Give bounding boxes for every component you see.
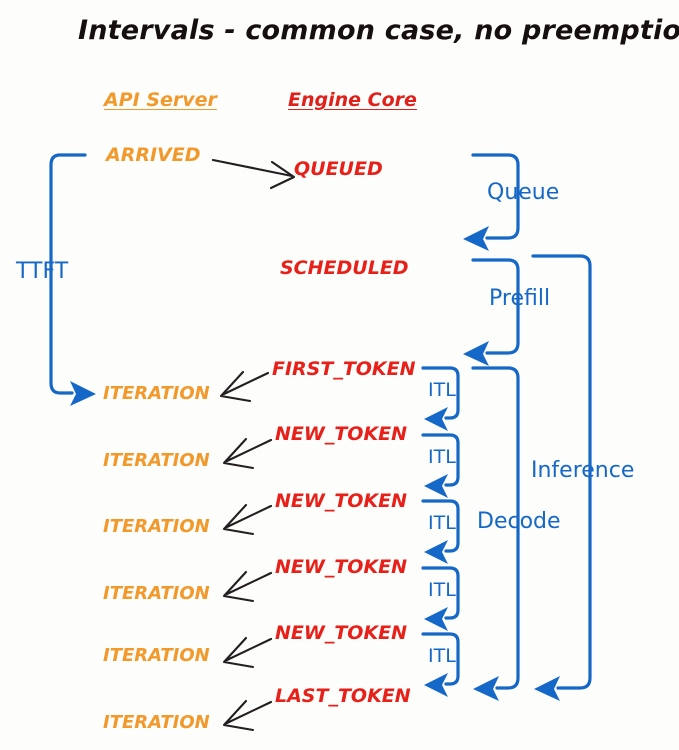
- state-iteration-3: ITERATION: [103, 516, 210, 537]
- column-header-api-server: API Server: [104, 89, 217, 111]
- state-iteration-2: ITERATION: [103, 450, 210, 471]
- bracket-itl-5: [421, 632, 460, 697]
- state-queued: QUEUED: [294, 158, 383, 180]
- state-scheduled: SCHEDULED: [280, 257, 409, 279]
- arrow-arrived-to-queued: [211, 158, 296, 190]
- interval-label-itl-1: ITL: [428, 379, 456, 401]
- bracket-prefill: [463, 258, 520, 366]
- state-new-token-2: NEW_TOKEN: [275, 490, 408, 512]
- bracket-itl-3: [421, 499, 460, 564]
- arrow-new-token-to-iteration-3: [222, 570, 273, 603]
- arrow-new-token-to-iteration-4: [222, 636, 273, 669]
- interval-label-itl-5: ITL: [428, 645, 456, 667]
- bracket-inference: [531, 254, 592, 701]
- bracket-ttft: [49, 153, 96, 406]
- interval-label-itl-4: ITL: [428, 579, 456, 601]
- state-iteration-4: ITERATION: [103, 583, 210, 604]
- state-iteration-1: ITERATION: [103, 383, 210, 404]
- arrow-first-token-to-iteration: [219, 370, 270, 403]
- state-iteration-6: ITERATION: [103, 712, 210, 733]
- bracket-queue: [463, 153, 520, 251]
- interval-label-decode: Decode: [477, 509, 561, 534]
- state-arrived: ARRIVED: [106, 144, 201, 166]
- bracket-decode: [471, 366, 520, 701]
- bracket-itl-4: [421, 566, 460, 631]
- interval-label-queue: Queue: [487, 180, 560, 205]
- interval-label-itl-2: ITL: [428, 446, 456, 468]
- interval-label-ttft: TTFT: [16, 259, 69, 284]
- state-new-token-1: NEW_TOKEN: [275, 423, 408, 445]
- state-new-token-4: NEW_TOKEN: [275, 622, 408, 644]
- arrow-new-token-to-iteration-2: [222, 503, 273, 536]
- state-first-token: FIRST_TOKEN: [272, 358, 416, 380]
- page-title: Intervals - common case, no preemptions: [78, 15, 679, 46]
- interval-label-inference: Inference: [531, 458, 635, 483]
- bracket-itl-2: [421, 433, 460, 498]
- interval-label-itl-3: ITL: [428, 512, 456, 534]
- state-iteration-5: ITERATION: [103, 645, 210, 666]
- state-last-token: LAST_TOKEN: [275, 685, 411, 707]
- bracket-itl-1: [421, 366, 460, 431]
- interval-label-prefill: Prefill: [489, 286, 551, 311]
- column-header-engine-core: Engine Core: [288, 89, 417, 111]
- arrow-new-token-to-iteration-1: [222, 437, 273, 470]
- arrow-last-token-to-iteration: [222, 699, 273, 732]
- state-new-token-3: NEW_TOKEN: [275, 556, 408, 578]
